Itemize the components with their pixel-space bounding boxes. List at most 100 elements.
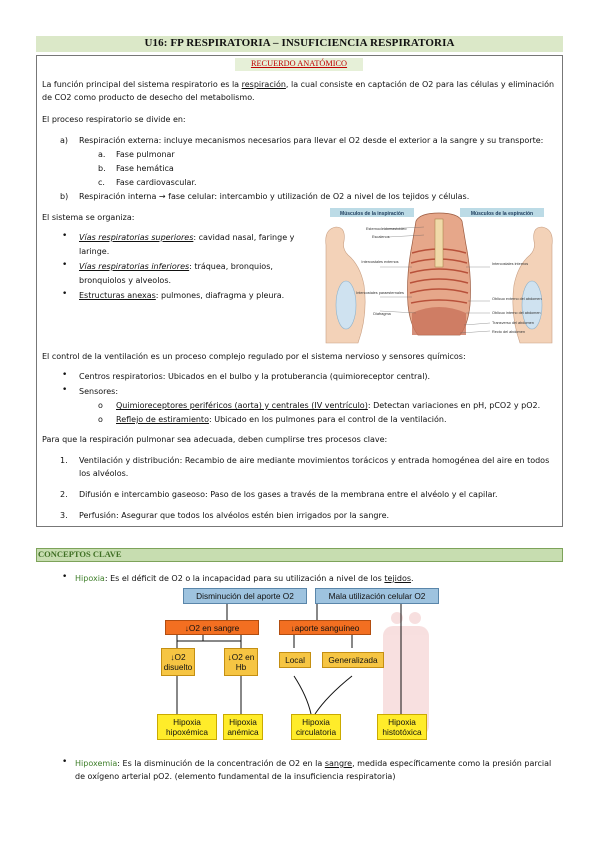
hipoxemia-line-2: de oxígeno arterial pO2. (elemento funda… <box>75 772 396 781</box>
o2-disuelto-line-1: ↓O2 <box>170 652 186 662</box>
fase-marker-2: b. <box>98 164 106 173</box>
page-title: U16: FP RESPIRATORIA – INSUFICIENCIA RES… <box>144 37 455 49</box>
hipoxemia-line: Hipoxemia: Es la disminución de la conce… <box>75 757 551 770</box>
watermark-logo <box>383 612 429 736</box>
proceso-line-3: Perfusión: Asegurar que todos los alvéol… <box>79 511 390 520</box>
fase-text-2: Fase hemática <box>116 164 174 173</box>
vias-inf-label: Vías respiratorias inferiores <box>79 262 190 271</box>
bullet-icon: • <box>62 231 68 241</box>
fase-marker-1: a. <box>98 150 106 159</box>
label-intercostales-paraesternales: Intercostales paraesternales <box>356 291 404 295</box>
h4-line-2: histotóxica <box>382 727 422 737</box>
sternum-shape <box>434 218 444 268</box>
proceso-marker-3: 3. <box>60 511 68 520</box>
h4-line-1: Hipoxia <box>388 717 416 727</box>
intro-line-2: de CO2 como producto de desecho del meta… <box>42 93 255 102</box>
hipoxemia-text-a: : Es la disminución de la concentración … <box>117 759 325 768</box>
proceso-text: El proceso respiratorio se divide en: <box>42 115 186 124</box>
vias-sup-text: : cavidad nasal, faringe y <box>193 233 295 242</box>
h3-line-2: circulatoria <box>295 727 337 737</box>
vias-inf-line-2: bronquiolos y alveolos. <box>79 276 172 285</box>
sistema-text: El sistema se organiza: <box>42 213 135 222</box>
quimio-label: Quimioreceptores periféricos (aorta) y c… <box>116 401 368 410</box>
circle-bullet-icon: o <box>98 415 103 424</box>
hipoxemia-sangre: sangre <box>324 759 353 768</box>
hipoxemia-text-b: , medida específicamente como la presión… <box>352 759 552 768</box>
resp-ext-marker: a) <box>60 136 69 145</box>
conceptos-heading: CONCEPTOS CLAVE <box>38 549 122 559</box>
left-lung-icon <box>335 280 357 330</box>
recuerdo-background <box>235 58 363 71</box>
bullet-icon: • <box>62 289 68 299</box>
control-text: El control de la ventilación es un proce… <box>42 352 466 361</box>
mala-utilizacion-box: Mala utilización celular O2 <box>315 588 439 604</box>
resp-int-text: Respiración interna → fase celular: inte… <box>79 192 470 201</box>
label-transverso: Transverso del abdomen <box>492 321 534 325</box>
esp-label: Músculos de la espiración <box>471 211 533 217</box>
respiratory-muscles-figure: Músculos de la inspiración Músculos de l… <box>320 205 558 345</box>
recuerdo-frame <box>36 55 563 527</box>
circle-bullet-icon: o <box>98 401 103 410</box>
hipoxia-text: : Es el déficit de O2 o la incapacidad p… <box>104 574 385 583</box>
generalizada-box: Generalizada <box>322 652 384 668</box>
vias-sup-line: Vías respiratorias superiores: cavidad n… <box>79 231 294 244</box>
proceso-line-1b: los alvéolos. <box>79 469 129 478</box>
intro-respiracion: respiración <box>241 80 286 89</box>
hipoxia-tejidos: tejidos <box>384 574 412 583</box>
proceso-line-2: Difusión e intercambio gaseoso: Paso de … <box>79 490 498 499</box>
o2-hb-line-1: ↓O2 en <box>227 652 255 662</box>
disminucion-box: Disminución del aporte O2 <box>183 588 307 604</box>
label-intercostales-externos: Intercostales externos <box>361 260 398 264</box>
centros-text: Centros respiratorios: Ubicados en el bu… <box>79 372 431 381</box>
bullet-icon: • <box>62 370 68 380</box>
h2-line-1: Hipoxia <box>229 717 257 727</box>
diagram-connectors <box>176 603 429 736</box>
vias-sup-line-2: laringe. <box>79 247 110 256</box>
recuerdo-heading: RECUERDO ANATÓMICO <box>250 59 348 68</box>
bullet-icon: • <box>62 572 68 582</box>
anexas-text: : pulmones, diafragma y pleura. <box>155 291 285 300</box>
anexas-line: Estructuras anexas: pulmones, diafragma … <box>79 289 284 302</box>
o2-disuelto-line-2: disuelto <box>163 662 193 672</box>
anexas-label: Estructuras anexas <box>79 291 156 300</box>
insp-label: Músculos de la inspiración <box>340 211 404 217</box>
para-que-text: Para que la respiración pulmonar sea ade… <box>42 435 388 444</box>
hipoxia-end: . <box>411 574 414 583</box>
h1-line-2: hipoxémica <box>166 727 208 737</box>
bullet-icon: • <box>62 385 68 395</box>
intro-text-a: La función principal del sistema respira… <box>42 80 242 89</box>
hipoxia-line: Hipoxia: Es el déficit de O2 o la incapa… <box>75 572 414 585</box>
proceso-marker-1: 1. <box>60 456 68 465</box>
proceso-marker-2: 2. <box>60 490 68 499</box>
h2-line-2: anémica <box>227 727 259 737</box>
o2-sangre-box: ↓O2 en sangre <box>165 620 259 635</box>
o2-hb-line-2: Hb <box>235 662 247 672</box>
h1-line-1: Hipoxia <box>173 717 201 727</box>
aporte-sanguineo-box: ↓aporte sanguíneo <box>279 620 371 635</box>
reflejo-line: Reflejo de estiramiento: Ubicado en los … <box>116 413 447 426</box>
insp-header <box>330 208 414 217</box>
bullet-icon: • <box>62 757 68 767</box>
proceso-line-1: Ventilación y distribución: Recambio de … <box>79 456 550 465</box>
label-recto: Recto del abdomen <box>492 330 525 334</box>
hipoxia-flow-diagram: Disminución del aporte O2 Mala utilizaci… <box>157 586 444 743</box>
title-background <box>36 36 563 52</box>
label-oblicuo-externo: Oblicuo externo del abdomen <box>492 297 542 301</box>
bullet-icon: • <box>62 260 68 270</box>
abdomen-muscle-shape <box>412 307 466 335</box>
torso-shape <box>407 212 471 336</box>
reflejo-label: Reflejo de estiramiento <box>116 415 209 424</box>
fase-text-1: Fase pulmonar <box>116 150 175 159</box>
label-diafragma: Diafragma <box>373 312 391 316</box>
vias-inf-text: : tráquea, bronquios, <box>189 262 273 271</box>
right-lung-icon <box>521 280 543 330</box>
local-box: Local <box>279 652 311 668</box>
sensores-text: Sensores: <box>79 387 119 396</box>
vias-inf-line: Vías respiratorias inferiores: tráquea, … <box>79 260 273 273</box>
